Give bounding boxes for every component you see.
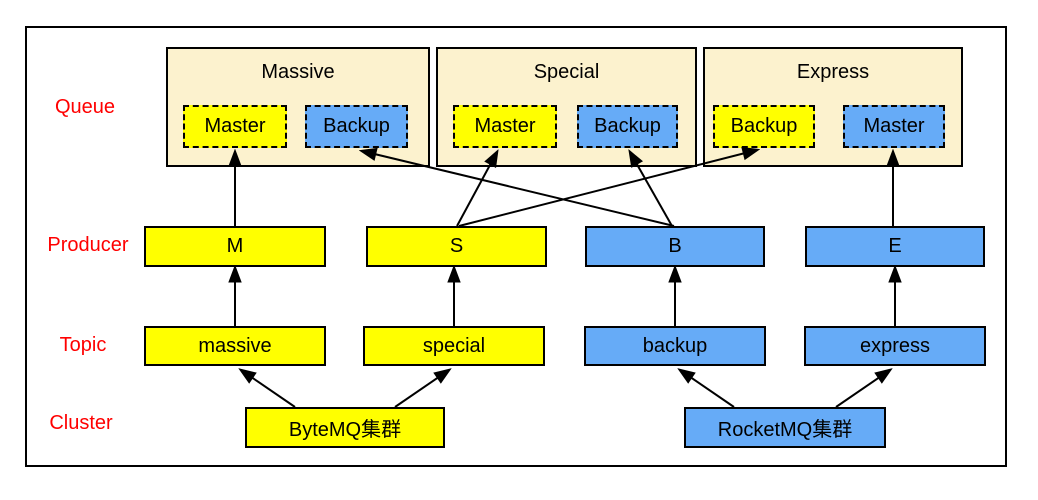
topic-box-special: special xyxy=(363,326,545,366)
producer-box-s: S xyxy=(366,226,547,267)
producer-box-m: M xyxy=(144,226,326,267)
row-label-queue: Queue xyxy=(54,96,116,118)
producer-box-b: B xyxy=(585,226,765,267)
row-label-producer: Producer xyxy=(47,234,129,256)
queue-node-express-backup: Backup xyxy=(713,105,815,148)
queue-node-special-backup: Backup xyxy=(577,105,678,148)
queue-group-title: Special xyxy=(533,61,600,83)
topic-box-express: express xyxy=(804,326,986,366)
row-label-topic: Topic xyxy=(59,334,107,356)
topic-box-backup: backup xyxy=(584,326,766,366)
queue-group-title: Express xyxy=(796,61,870,83)
cluster-box-rocketmq: RocketMQ集群 xyxy=(684,407,886,448)
row-label-cluster: Cluster xyxy=(49,412,113,434)
queue-node-express-master: Master xyxy=(843,105,945,148)
producer-box-e: E xyxy=(805,226,985,267)
cluster-box-bytemq: ByteMQ集群 xyxy=(245,407,445,448)
queue-group-title: Massive xyxy=(261,61,335,83)
topic-box-massive: massive xyxy=(144,326,326,366)
queue-node-special-master: Master xyxy=(453,105,557,148)
queue-node-massive-backup: Backup xyxy=(305,105,408,148)
queue-node-massive-master: Master xyxy=(183,105,287,148)
